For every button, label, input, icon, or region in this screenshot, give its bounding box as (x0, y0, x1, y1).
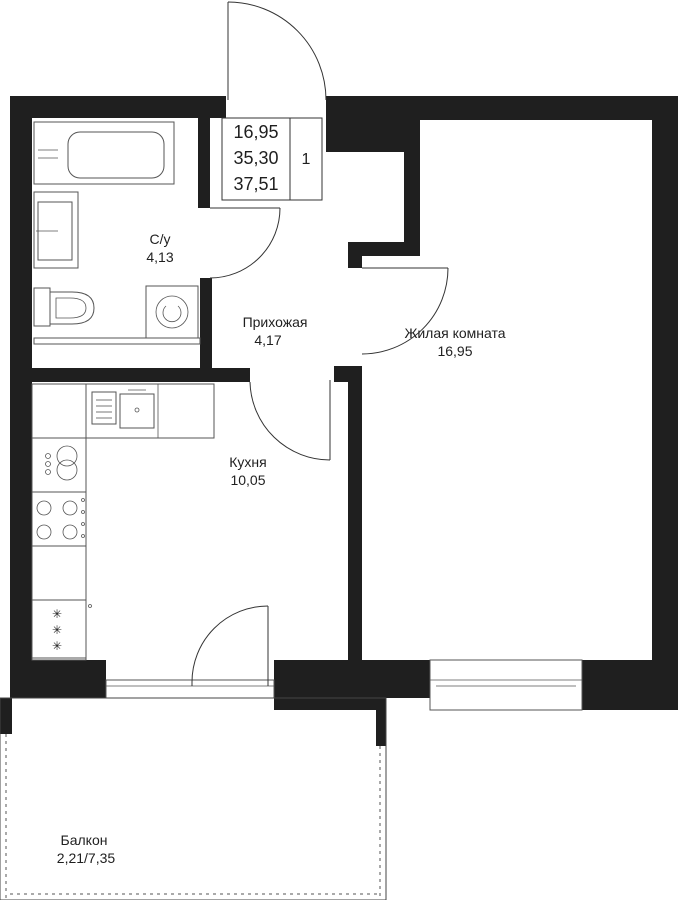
svg-text:✳: ✳ (52, 623, 62, 637)
boiler (45, 445, 78, 481)
balcony (0, 697, 387, 900)
bathroom-name: С/у (150, 231, 171, 247)
kitchen-window (105, 679, 275, 699)
wall-bottom-left (10, 660, 106, 698)
kitchen-area: 10,05 (230, 472, 265, 488)
kitchen-door[interactable] (249, 380, 331, 461)
bedroom-window (429, 659, 583, 711)
kitchen-name: Кухня (229, 454, 266, 470)
wall-bedroom-step (348, 242, 420, 256)
wall-balcony-right (376, 698, 386, 746)
balcony-area: 2,21/7,35 (57, 850, 116, 866)
bath-shelf (33, 337, 201, 345)
wall-bedroom-left-stub (334, 366, 362, 382)
stove (31, 491, 87, 547)
balcony-outline (0, 697, 387, 900)
living-room-name: Жилая комната (404, 325, 505, 341)
wall-bath-bottom (10, 368, 250, 382)
hallway-name: Прихожая (243, 314, 308, 330)
wall-left-outer (10, 96, 32, 698)
wall-top-left (10, 96, 226, 118)
wall-top-bedroom (420, 96, 668, 120)
wall-bedroom-left (348, 366, 362, 660)
bathroom-fixtures (33, 121, 201, 345)
wall-right-outer (652, 96, 678, 710)
kitchen-sink (91, 389, 155, 429)
washing-machine (145, 285, 199, 339)
bathroom-door[interactable] (209, 207, 281, 279)
kitchen-fixtures: ✳ ✳ ✳ (31, 383, 215, 661)
area-info-box: 16,95 35,30 37,51 1 (221, 117, 323, 201)
doors (191, 1, 449, 686)
balcony-name: Балкон (61, 832, 108, 848)
svg-text:✳: ✳ (52, 639, 62, 653)
info-box-frame (221, 117, 323, 201)
hallway-area: 4,17 (254, 332, 281, 348)
wall-bedroom-stub (348, 242, 362, 268)
wall-bath-right-lower (200, 278, 212, 370)
bathroom-area: 4,13 (146, 249, 173, 265)
entrance-door[interactable] (227, 1, 327, 101)
sink (33, 191, 79, 269)
walls (0, 96, 678, 746)
info-room-count: 1 (302, 151, 311, 168)
freezer: ✳ ✳ ✳ (31, 599, 92, 659)
wall-bath-right-upper (198, 118, 210, 208)
kitchen-counter-corner (31, 383, 87, 439)
wall-bedroom-upper (404, 118, 420, 250)
bedroom-door[interactable] (361, 267, 449, 355)
wall-top-right (326, 96, 422, 120)
wall-block-upper (326, 118, 404, 152)
balcony-door[interactable] (191, 605, 269, 686)
info-total-area: 35,30 (233, 148, 278, 168)
living-room-area: 16,95 (437, 343, 472, 359)
wall-bottom-right (582, 660, 678, 710)
bathtub (33, 121, 175, 185)
svg-text:✳: ✳ (52, 607, 62, 621)
windows (105, 659, 583, 711)
room-labels: С/у 4,13 Прихожая 4,17 Жилая комната 16,… (57, 231, 506, 866)
info-living-area: 16,95 (233, 122, 278, 142)
info-total-with-balcony: 37,51 (233, 174, 278, 194)
toilet (33, 287, 95, 327)
wall-balcony-left (0, 698, 12, 734)
